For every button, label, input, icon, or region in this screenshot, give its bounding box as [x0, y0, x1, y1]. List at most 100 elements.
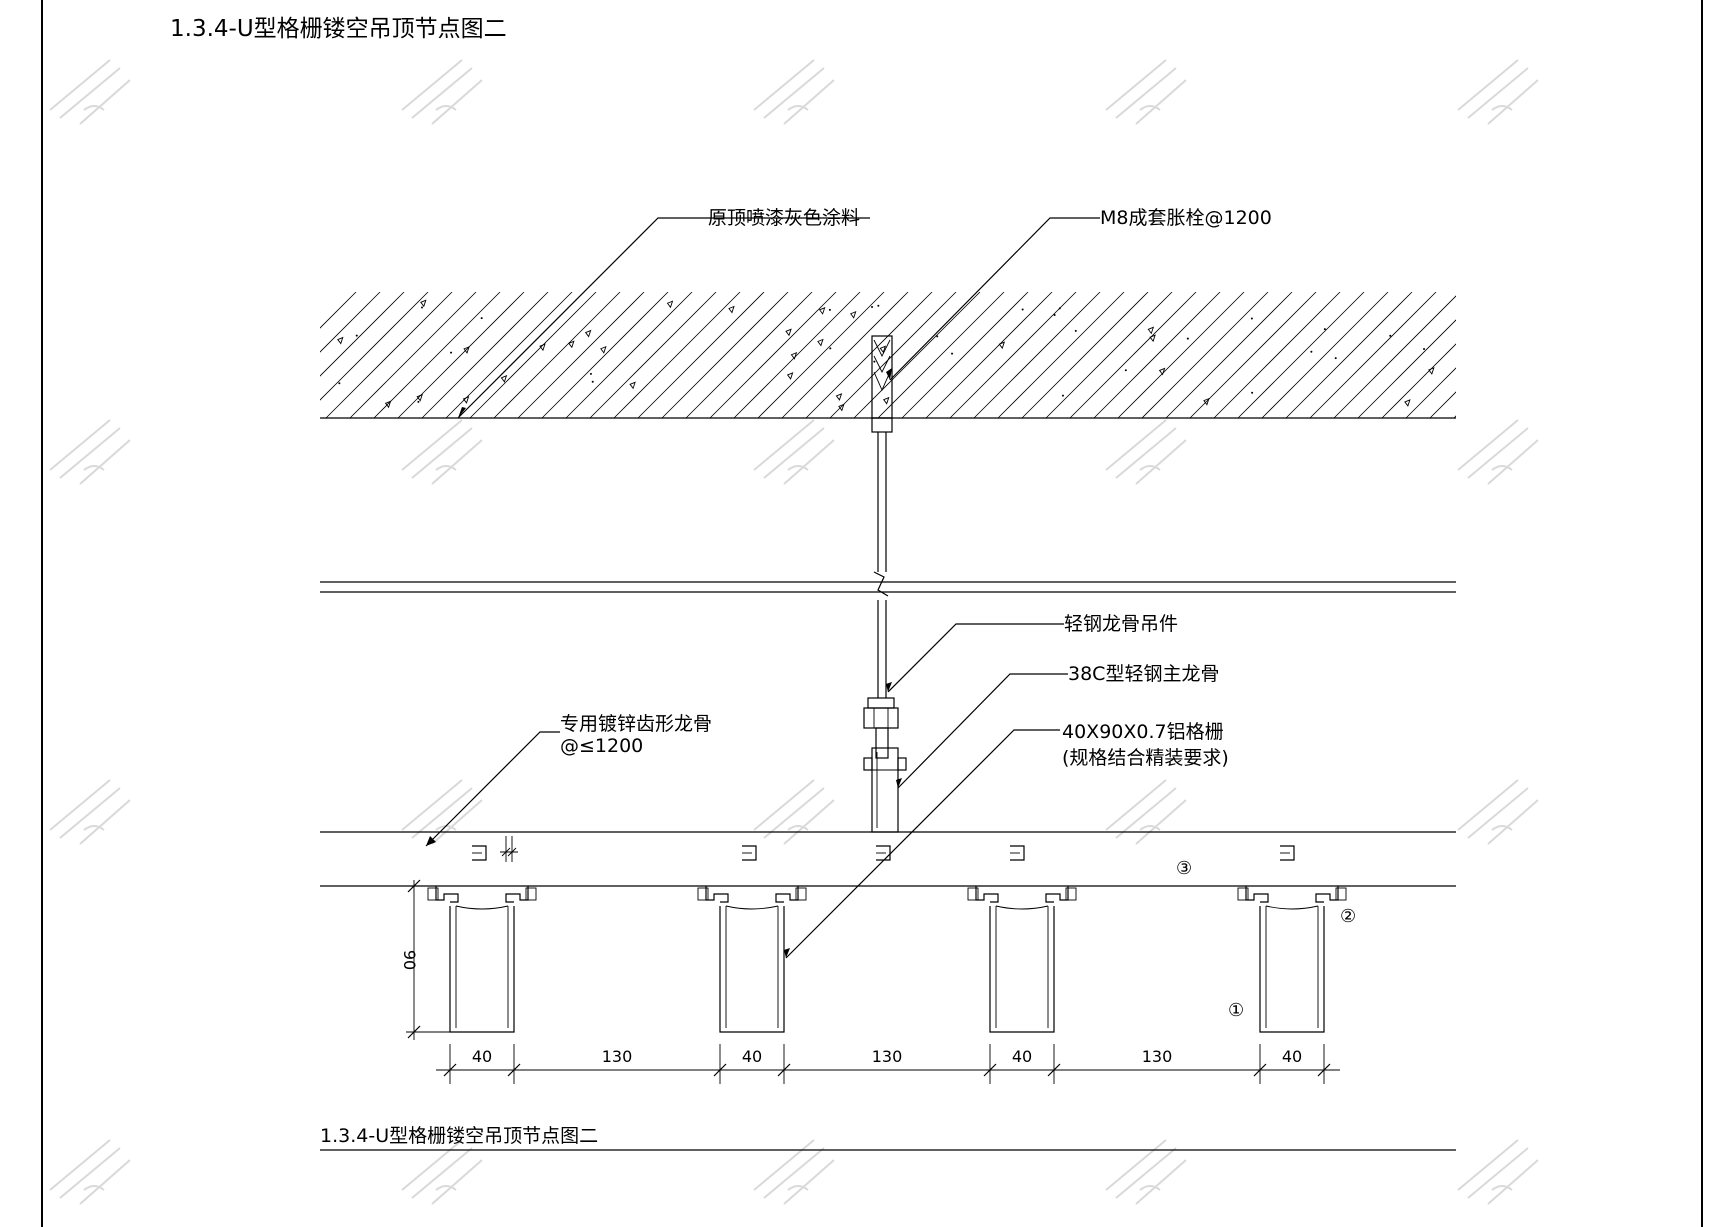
- aggregate-triangle: [1404, 399, 1411, 407]
- hatch-line: [613, 292, 741, 418]
- dim-height: 90: [400, 950, 419, 970]
- callout-grille-line1: 40X90X0.7铝格栅: [1062, 721, 1224, 743]
- marker-3: ③: [1176, 858, 1192, 879]
- aggregate-triangle: [384, 400, 392, 409]
- grille-lip: [995, 905, 1049, 910]
- hatch-line: [877, 292, 1005, 418]
- aggregate-triangle: [1158, 367, 1166, 376]
- callout-tooth-keel-line2: @≤1200: [560, 735, 643, 757]
- hatch-line: [517, 292, 645, 418]
- hatch-line: [661, 292, 789, 418]
- hatch-line: [1285, 292, 1413, 418]
- aggregate-dot: [1251, 391, 1254, 394]
- hatch-line: [320, 292, 357, 329]
- hatch-line: [469, 292, 597, 418]
- hatch-line: [949, 292, 1077, 418]
- hatch-line: [1405, 367, 1456, 418]
- aggregate-dot: [591, 380, 594, 383]
- aggregate-triangle: [879, 345, 887, 354]
- grille-body: [719, 906, 785, 1033]
- hatch-line: [589, 292, 717, 418]
- aggregate-triangle: [629, 381, 636, 390]
- watermark-mark: [49, 59, 131, 125]
- slab-hatch: [320, 292, 1456, 418]
- hatch-line: [1021, 292, 1149, 418]
- grille-clip-right: [1065, 887, 1077, 901]
- watermark-mark: [49, 419, 131, 485]
- aggregate-triangle: [462, 396, 470, 404]
- watermark-mark: [1457, 419, 1539, 485]
- hatch-line: [997, 292, 1125, 418]
- dim-tick: [1253, 1063, 1267, 1077]
- aggregate-triangle: [882, 396, 890, 405]
- hatch-line: [1237, 292, 1365, 418]
- aggregate-dot: [1058, 307, 1061, 310]
- watermark-mark: [1457, 779, 1539, 845]
- tooth-keel-band: [320, 831, 1456, 887]
- concrete-slab: [320, 292, 1456, 419]
- aggregate-triangle: [416, 393, 423, 402]
- aggregate-dot: [1250, 317, 1253, 320]
- hatch-line: [1213, 292, 1341, 418]
- dim-tick: [777, 1063, 791, 1077]
- hatch-line: [1309, 292, 1437, 418]
- hatch-line: [325, 292, 453, 418]
- aggregate-triangle: [838, 403, 845, 412]
- hatch-line: [829, 292, 957, 418]
- grille-clip-left: [427, 887, 439, 901]
- u-grilles: [427, 886, 1347, 1033]
- aggregate-triangle: [785, 328, 792, 337]
- aggregate-triangle: [337, 336, 344, 345]
- keel-clip: [742, 845, 757, 861]
- hatch-line: [1069, 292, 1197, 418]
- aggregate-dot: [871, 306, 874, 309]
- dim-label: 130: [602, 1047, 633, 1066]
- aggregate-dot: [1186, 337, 1189, 340]
- u-grille: [1237, 886, 1347, 1033]
- aggregate-triangle: [539, 343, 546, 352]
- watermark-mark: [1105, 779, 1187, 845]
- grille-lip: [725, 905, 779, 910]
- aggregate-triangle: [728, 305, 735, 314]
- hatch-line: [1381, 343, 1456, 418]
- aggregate-dot: [1021, 308, 1024, 311]
- hatch-line: [1189, 292, 1317, 418]
- keel-clip: [876, 845, 891, 861]
- aggregate-dot: [951, 352, 954, 355]
- aggregate-dot: [589, 372, 592, 375]
- dim-tick: [1317, 1063, 1331, 1077]
- aggregate-triangle: [568, 340, 575, 349]
- hanger-rod: [873, 432, 889, 698]
- drawing-title: 1.3.4-U型格栅镂空吊顶节点图二: [320, 1125, 598, 1147]
- hatch-line: [685, 292, 813, 418]
- aggregate-triangle: [849, 310, 857, 319]
- aggregate-dot: [450, 351, 453, 354]
- aggregate-dot: [1053, 313, 1056, 316]
- page-title: 1.3.4-U型格栅镂空吊顶节点图二: [170, 16, 507, 42]
- hatch-line: [637, 292, 765, 418]
- grille-body: [1259, 906, 1325, 1033]
- hatch-line: [541, 292, 669, 418]
- keel-clip: [472, 845, 487, 861]
- watermark-mark: [1457, 1139, 1539, 1205]
- grille-clip-left: [697, 887, 709, 901]
- aggregate-triangle: [1203, 397, 1210, 406]
- aggregate-triangle: [790, 351, 798, 360]
- u-grille: [427, 886, 537, 1033]
- callout-expansion-bolt: M8成套胀栓@1200: [1100, 207, 1272, 229]
- watermark-mark: [1105, 59, 1187, 125]
- grille-top-hooks: [1245, 886, 1339, 903]
- dim-tick: [1047, 1063, 1061, 1077]
- hatch-line: [320, 292, 381, 353]
- hatch-line: [1333, 295, 1456, 418]
- dim-tick: [507, 1063, 521, 1077]
- hatch-line: [1261, 292, 1389, 418]
- grille-clip-right: [795, 887, 807, 901]
- aggregate-dot: [1074, 329, 1077, 332]
- aggregate-dot: [936, 335, 939, 338]
- grille-lip: [1265, 905, 1319, 910]
- watermark-mark: [753, 779, 835, 845]
- dim-label: 130: [1142, 1047, 1173, 1066]
- dim-label: 40: [472, 1047, 492, 1066]
